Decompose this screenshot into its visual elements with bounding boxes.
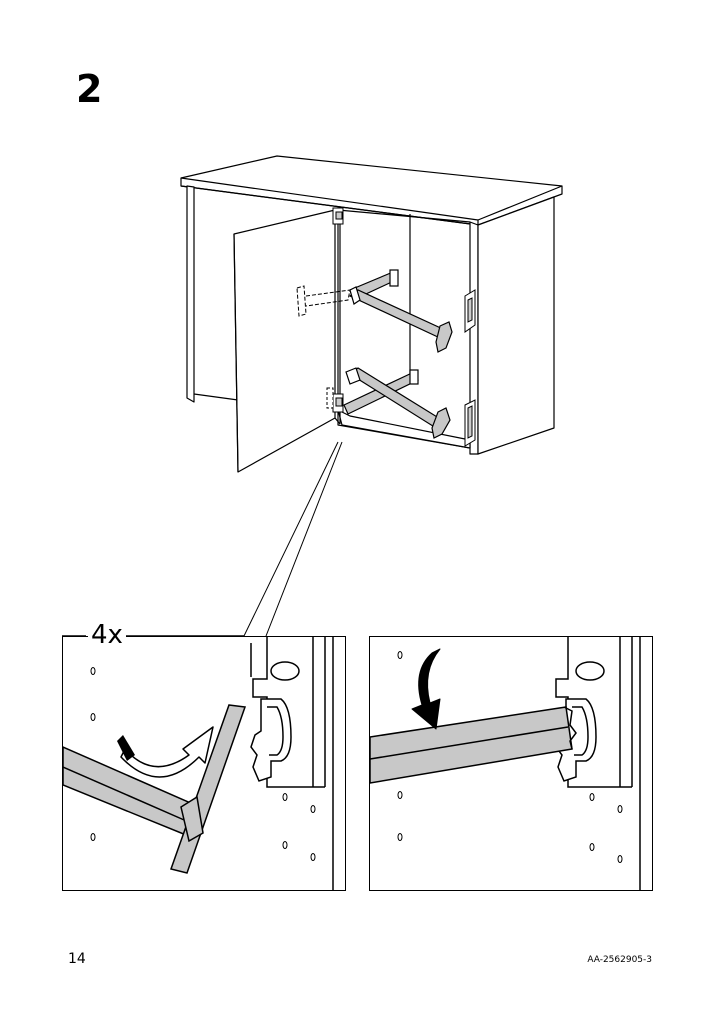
cabinet-with-door-and-rails-icon (180, 155, 563, 473)
detail-panel-rotate (62, 636, 346, 891)
curved-down-arrow-icon (411, 648, 441, 730)
step-number: 2 (76, 67, 103, 111)
detail-panel-push (369, 636, 653, 891)
rail-push-down-detail (370, 637, 641, 890)
curved-rotate-arrow-icon (120, 726, 214, 778)
document-code: AA-2562905-3 (587, 955, 652, 965)
page-number: 14 (68, 951, 86, 967)
quantity-label: 4x (88, 622, 126, 648)
rail-insert-rotate-detail (63, 637, 334, 890)
